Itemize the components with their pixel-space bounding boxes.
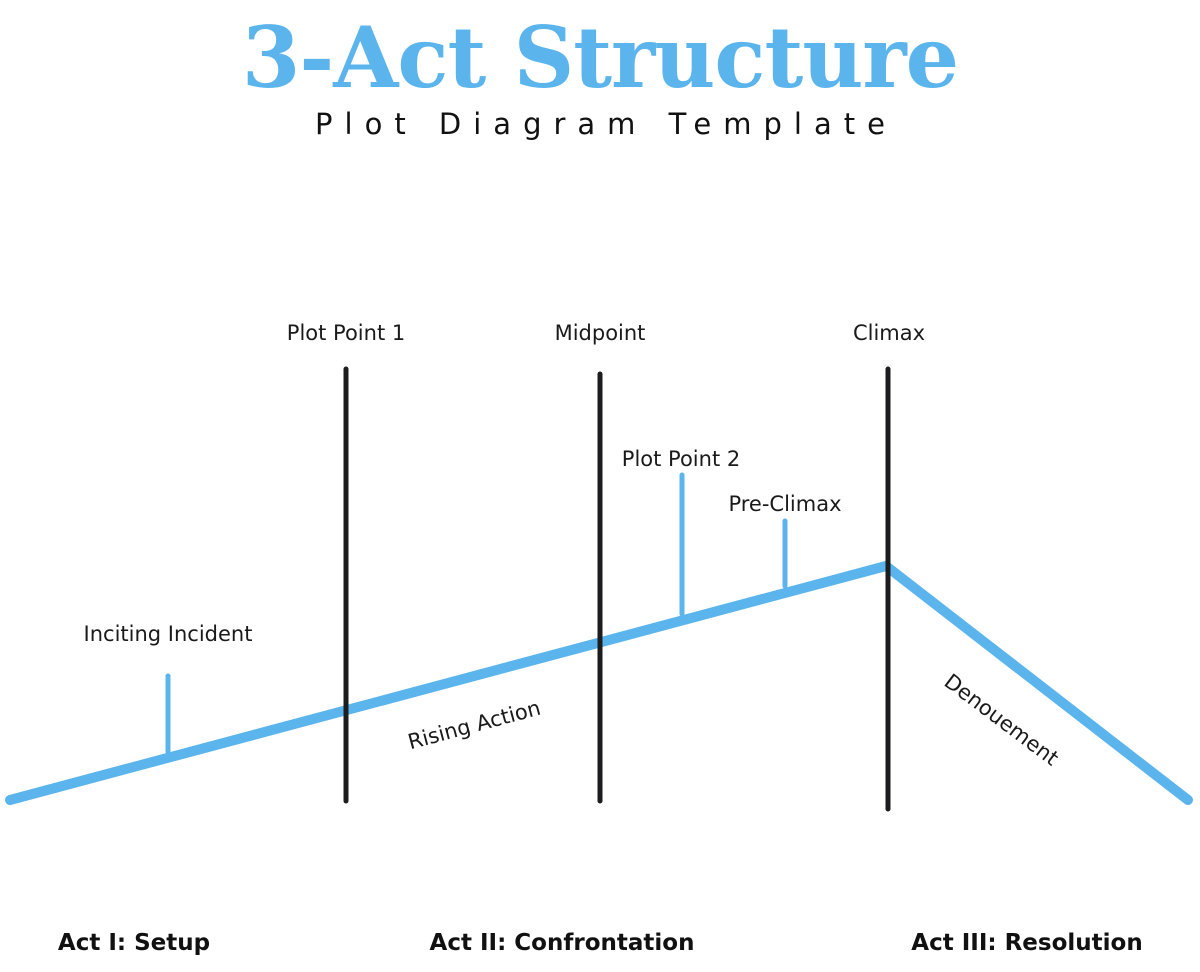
climax-label: Climax — [853, 321, 925, 345]
act-3-label: Act III: Resolution — [911, 930, 1142, 956]
plot-point-1-label: Plot Point 1 — [287, 321, 405, 345]
page-subtitle: Plot Diagram Template — [315, 107, 897, 141]
rising-action-label: Rising Action — [405, 696, 543, 754]
act-2-label: Act II: Confrontation — [430, 930, 695, 956]
pre-climax-label: Pre-Climax — [728, 492, 841, 516]
midpoint-label: Midpoint — [555, 321, 646, 345]
inciting-incident-label: Inciting Incident — [84, 622, 253, 646]
page-title: 3-Act Structure — [241, 8, 959, 107]
act-1-label: Act I: Setup — [58, 930, 210, 956]
plot-point-2-label: Plot Point 2 — [622, 447, 740, 471]
